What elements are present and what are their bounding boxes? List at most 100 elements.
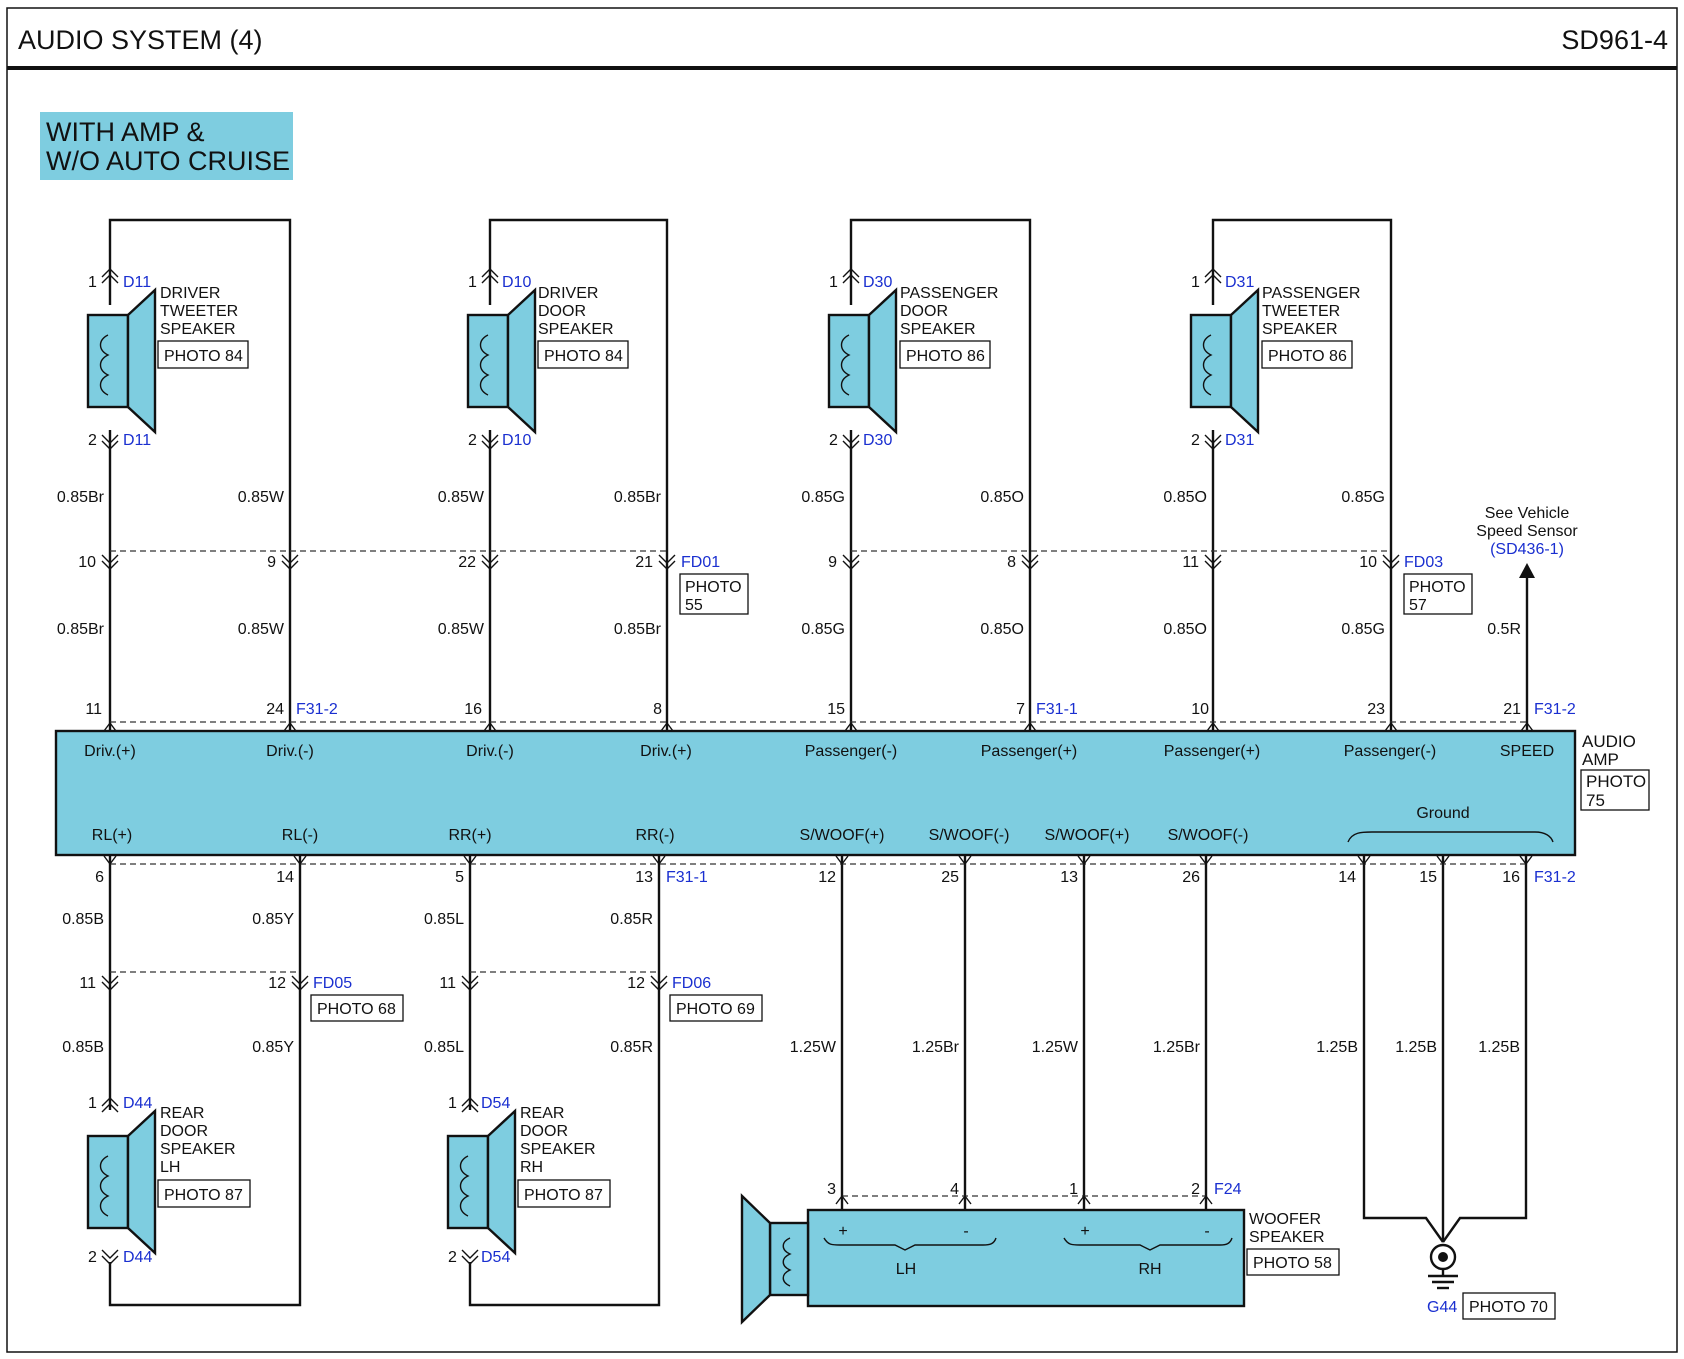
pin-number: 21	[1503, 701, 1521, 718]
woofer-lh-label: LH	[896, 1261, 916, 1278]
pin-number: 7	[1016, 701, 1025, 718]
audio-amp-body	[54, 729, 1577, 857]
pin-number: 12	[818, 869, 836, 886]
driver-door-conn1: D10	[502, 274, 531, 291]
woofer-photo-box	[1246, 1248, 1340, 1276]
passenger-tweeter-speaker-icon	[1189, 287, 1260, 435]
amp-terminal-top: Driv.(+)	[640, 743, 692, 760]
woofer-plus-lh: +	[838, 1223, 847, 1240]
terminal-marks-top	[101, 268, 1534, 732]
wire-label: 0.85L	[424, 1039, 464, 1056]
wire-label: 1.25W	[790, 1039, 837, 1056]
passenger-door-pin1: 1	[829, 274, 838, 291]
wire-label: 1.25Br	[912, 1039, 960, 1056]
amp-terminal-top: Passenger(+)	[1164, 743, 1261, 760]
wire-label: 0.85W	[438, 489, 485, 506]
wire-passenger-door	[849, 218, 1032, 731]
fd01-photo-l1: PHOTO	[685, 579, 742, 596]
wire-label: 0.85Br	[614, 621, 662, 638]
passenger-tweeter-pin2: 2	[1191, 432, 1200, 449]
ground-name: G44	[1427, 1299, 1457, 1316]
wire-label: 1.25B	[1395, 1039, 1437, 1056]
ground-photo: PHOTO 70	[1469, 1299, 1548, 1316]
fd01-photo-box	[679, 573, 749, 615]
wire-label: 0.85Y	[252, 911, 294, 928]
wire-label: 0.85Br	[57, 489, 105, 506]
rear-lh-pin2: 2	[88, 1249, 97, 1266]
passenger-door-l1: PASSENGER	[900, 285, 998, 302]
woofer-photo: PHOTO 58	[1253, 1255, 1332, 1272]
rear-rh-pin1: 1	[448, 1095, 457, 1112]
connector-f31-2-top: F31-2	[296, 701, 338, 718]
speed-sensor-ref[interactable]: (SD436-1)	[1490, 541, 1564, 558]
woofer-minus-lh: -	[963, 1223, 968, 1240]
wire-driver-door	[488, 218, 669, 731]
rear-rh-pin2: 2	[448, 1249, 457, 1266]
ground-icon	[1428, 1243, 1458, 1290]
amp-terminal-top: Driv.(+)	[84, 743, 136, 760]
passenger-tweeter-l1: PASSENGER	[1262, 285, 1360, 302]
rear-rh-conn2: D54	[481, 1249, 510, 1266]
passenger-door-l3: SPEAKER	[900, 321, 976, 338]
amp-photo-l2: 75	[1586, 791, 1605, 810]
connector-f24-name: F24	[1214, 1181, 1242, 1198]
amp-terminal-bottom: RR(-)	[635, 827, 674, 844]
driver-door-photo-box	[537, 340, 629, 369]
wire-label: 0.85L	[424, 911, 464, 928]
connector-f31-2-speed: F31-2	[1534, 701, 1576, 718]
fd03-photo-l2: 57	[1409, 597, 1427, 614]
driver-tweeter-photo-box	[157, 340, 249, 369]
wire-label: 0.85B	[62, 1039, 104, 1056]
passenger-tweeter-photo-box	[1261, 340, 1353, 369]
driver-door-pin1: 1	[468, 274, 477, 291]
pin-number: 23	[1367, 701, 1385, 718]
wire-label: 0.85B	[62, 911, 104, 928]
amp-terminal-top: Driv.(-)	[266, 743, 314, 760]
wire-label: 0.85O	[980, 489, 1024, 506]
pin-number: 3	[827, 1181, 836, 1198]
pin-number: 9	[267, 554, 276, 571]
woofer-minus-rh: -	[1204, 1223, 1209, 1240]
driver-tweeter-speaker-icon	[86, 287, 157, 435]
pin-number: 25	[941, 869, 959, 886]
condition-line2: W/O AUTO CRUISE	[46, 146, 290, 176]
amp-name-2: AMP	[1582, 750, 1619, 769]
fd06-photo-box	[669, 994, 763, 1022]
driver-door-pin2: 2	[468, 432, 477, 449]
rear-lh-l2: DOOR	[160, 1123, 208, 1140]
connector-fd06-name: FD06	[672, 975, 711, 992]
wire-label: 0.85O	[1163, 489, 1207, 506]
connector-fd01-name: FD01	[681, 554, 720, 571]
page-code: SD961-4	[1561, 25, 1668, 55]
connector-f31-1-bottom: F31-1	[666, 869, 708, 886]
driver-tweeter-l2: TWEETER	[160, 303, 238, 320]
connector-fd05-name: FD05	[313, 975, 352, 992]
amp-terminal-bottom: RL(-)	[282, 827, 318, 844]
wire-label: 0.85W	[438, 621, 485, 638]
driver-tweeter-conn2: D11	[123, 432, 151, 449]
wire-label: 0.85G	[1341, 621, 1385, 638]
pin-number: 8	[1007, 554, 1016, 571]
woofer-plus-rh: +	[1080, 1223, 1089, 1240]
passenger-tweeter-conn2: D31	[1225, 432, 1254, 449]
connector-f31-1-top: F31-1	[1036, 701, 1078, 718]
woofer-speaker-icon	[740, 1193, 1246, 1325]
ground-photo-box	[1462, 1292, 1556, 1320]
amp-name-1: AUDIO	[1582, 732, 1636, 751]
rear-rh-speaker-icon	[446, 1108, 517, 1256]
amp-terminal-bottom: S/WOOF(-)	[1168, 827, 1249, 844]
pin-number: 11	[439, 975, 456, 992]
wire-label: 0.85R	[610, 911, 653, 928]
rear-lh-photo: PHOTO 87	[164, 1187, 243, 1204]
passenger-door-l2: DOOR	[900, 303, 948, 320]
driver-door-photo: PHOTO 84	[544, 348, 623, 365]
driver-tweeter-pin1: 1	[88, 274, 97, 291]
pin-number: 6	[95, 869, 104, 886]
rear-lh-speaker-icon	[86, 1108, 157, 1256]
pin-number: 10	[1191, 701, 1209, 718]
wire-label: 0.85O	[980, 621, 1024, 638]
passenger-tweeter-conn1: D31	[1225, 274, 1254, 291]
wire-rear-rh-ret	[468, 855, 661, 1307]
rear-rh-l2: DOOR	[520, 1123, 568, 1140]
